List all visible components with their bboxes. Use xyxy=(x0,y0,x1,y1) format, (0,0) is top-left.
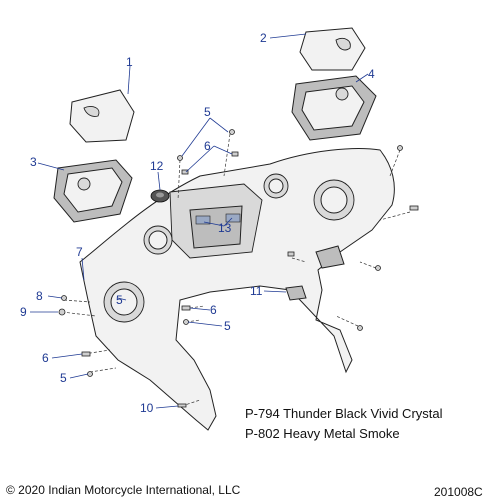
callout-5-bottom: 5 xyxy=(60,371,67,385)
callout-7: 7 xyxy=(76,245,83,259)
part-2-cover xyxy=(299,27,366,71)
callout-10: 10 xyxy=(140,401,154,415)
callout-6-top: 6 xyxy=(204,139,211,153)
callout-5-lower: 5 xyxy=(224,319,231,333)
copyright: © 2020 Indian Motorcycle International, … xyxy=(6,483,241,497)
color-note-1: P-794 Thunder Black Vivid Crystal xyxy=(245,406,443,421)
callouts: 1 2 3 4 5 5 5 5 6 6 6 7 8 9 10 11 12 13 xyxy=(20,31,375,415)
assembly-lines xyxy=(61,133,411,407)
part-11-bracket xyxy=(285,285,307,301)
part-12-grommet xyxy=(150,189,170,203)
callout-13: 13 xyxy=(218,221,232,235)
callout-1: 1 xyxy=(126,55,133,69)
callout-5-top: 5 xyxy=(204,105,211,119)
part-3-bezel xyxy=(53,159,133,223)
callout-3: 3 xyxy=(30,155,37,169)
callout-9: 9 xyxy=(20,305,27,319)
inner-fairing xyxy=(79,148,395,431)
callout-11: 11 xyxy=(250,284,263,298)
callout-8: 8 xyxy=(36,289,43,303)
part-1-cover xyxy=(69,89,135,143)
color-note-2: P-802 Heavy Metal Smoke xyxy=(245,426,400,441)
callout-4: 4 xyxy=(368,67,375,81)
callout-6-middle: 6 xyxy=(210,303,217,317)
callout-6-bottom: 6 xyxy=(42,351,49,365)
callout-5-speaker: 5 xyxy=(116,293,123,307)
drawing-number: 201008C xyxy=(434,485,483,499)
callout-2: 2 xyxy=(260,31,267,45)
part-4-bezel xyxy=(291,75,377,141)
leader-lines xyxy=(30,33,369,409)
callout-12: 12 xyxy=(150,159,164,173)
